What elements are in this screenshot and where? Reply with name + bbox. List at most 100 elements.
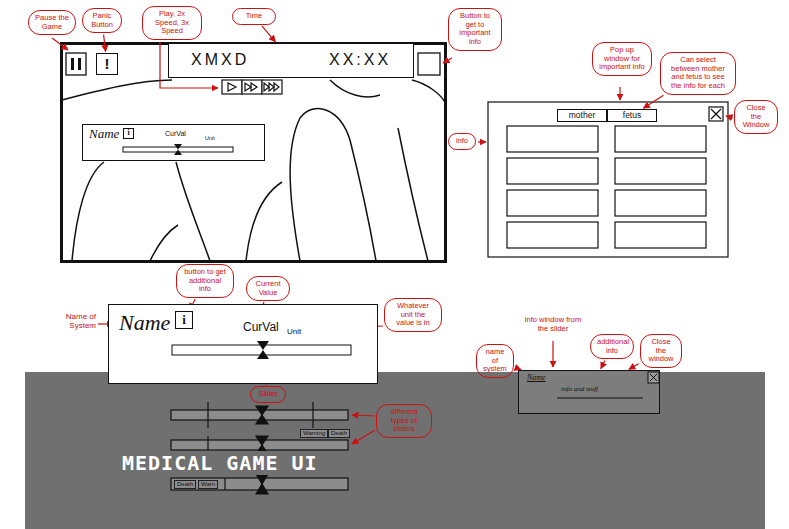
note-text: Close the window bbox=[647, 338, 675, 364]
slider-zone-label: Warn bbox=[198, 480, 218, 489]
slider-variants bbox=[256, 484, 268, 494]
annotation-text: Name of System bbox=[46, 312, 96, 330]
note-bubble: name of system bbox=[476, 344, 514, 378]
slider-track bbox=[174, 150, 182, 156]
slider-track bbox=[257, 350, 269, 359]
note-bubble: Panic Button bbox=[82, 8, 122, 33]
body-sketch bbox=[62, 80, 445, 261]
speed-buttons bbox=[242, 80, 262, 94]
body-sketch bbox=[290, 109, 376, 261]
popup-window bbox=[488, 102, 728, 257]
note-bubble: Play, 2x Speed, 3x Speed bbox=[142, 6, 202, 40]
popup-window bbox=[488, 102, 728, 257]
slider-zone-label: Death bbox=[174, 480, 196, 489]
note-bubble: Can select between mother and fetus to s… bbox=[660, 52, 736, 95]
leader-lines bbox=[478, 141, 486, 142]
speed-buttons bbox=[251, 83, 257, 91]
ui-text: info and stuff bbox=[561, 386, 598, 394]
popup-window bbox=[615, 126, 706, 152]
speed-buttons bbox=[222, 80, 242, 94]
speed-buttons bbox=[269, 83, 274, 91]
note-text: Whatever unit the value is in bbox=[391, 302, 435, 328]
body-sketch bbox=[176, 162, 210, 261]
annotation-arrow bbox=[262, 26, 276, 42]
slider-variants bbox=[256, 436, 268, 445]
note-bubble: Time bbox=[232, 8, 276, 25]
ui-text: fetus bbox=[623, 111, 641, 120]
slider-variants bbox=[256, 474, 268, 484]
time-display: XMXDXX:XX bbox=[168, 43, 414, 78]
note-text: Panic Button bbox=[89, 12, 115, 29]
ui-text: CurVal bbox=[165, 130, 186, 138]
note-bubble: Whatever unit the value is in bbox=[384, 298, 442, 332]
ui-text: XX:XX bbox=[329, 51, 391, 69]
note-text: additional info bbox=[597, 338, 627, 355]
ui-text: mother bbox=[569, 111, 595, 120]
popup-window bbox=[507, 126, 598, 152]
info-window-decor bbox=[648, 372, 659, 383]
note-text: Slider bbox=[257, 390, 279, 399]
info-window: Name info and stuff bbox=[518, 370, 660, 414]
annotation-arrow bbox=[104, 35, 106, 52]
note-bubble: info bbox=[448, 133, 476, 150]
annotation-text: info window from the slider bbox=[520, 316, 586, 333]
leader-lines bbox=[619, 87, 620, 100]
note-text: Close the Window bbox=[741, 104, 771, 130]
note-text: Play, 2x Speed, 3x Speed bbox=[149, 10, 195, 36]
system-panel: Name CurValUnit i bbox=[82, 124, 265, 161]
slider-track bbox=[257, 341, 269, 350]
slider-track bbox=[174, 144, 182, 150]
pause-button bbox=[71, 58, 74, 70]
note-text: Can select between mother and fetus to s… bbox=[667, 56, 729, 91]
ui-text: CurVal bbox=[243, 321, 279, 334]
body-sketch bbox=[246, 182, 282, 261]
note-bubble: Close the window bbox=[640, 334, 682, 368]
note-text: name of system bbox=[483, 348, 507, 374]
ui-text: Name bbox=[89, 127, 119, 141]
speed-buttons bbox=[222, 80, 282, 94]
slider-variants bbox=[312, 402, 313, 428]
ui-text: i bbox=[182, 313, 186, 327]
leader-lines bbox=[52, 38, 68, 50]
speed-buttons bbox=[262, 80, 282, 94]
annotation-arrow bbox=[643, 95, 663, 108]
slider-variants bbox=[224, 478, 225, 490]
leader-lines bbox=[52, 38, 733, 444]
body-sketch bbox=[330, 80, 380, 97]
leader-lines bbox=[552, 341, 553, 367]
info-button: i bbox=[123, 128, 134, 139]
info-menu-button bbox=[418, 53, 440, 75]
popup-window bbox=[507, 158, 598, 184]
ui-text: Name bbox=[527, 374, 546, 383]
note-bubble: different types of sliders bbox=[376, 404, 432, 438]
slider-variants bbox=[171, 402, 348, 494]
popup-window bbox=[507, 190, 598, 216]
ui-text: Unit bbox=[205, 135, 215, 141]
note-text: different types of sliders bbox=[383, 408, 425, 434]
slider-zone-label: Death bbox=[328, 429, 350, 438]
note-text: Button to get to important info bbox=[455, 12, 495, 47]
note-text: button to get additional info bbox=[183, 268, 227, 294]
note-bubble: Slider bbox=[250, 386, 286, 403]
game-screen bbox=[62, 44, 446, 262]
note-bubble: Close the Window bbox=[734, 100, 778, 134]
system-panel: NameCurValUniti bbox=[108, 304, 378, 384]
leader-lines bbox=[726, 116, 733, 118]
annotation-arrow bbox=[629, 364, 639, 370]
note-bubble: additional info bbox=[590, 334, 634, 359]
body-sketch bbox=[62, 80, 172, 100]
popup-window bbox=[711, 109, 721, 119]
note-bubble: Pause the Game bbox=[28, 10, 76, 35]
panic-button: ! bbox=[96, 53, 118, 75]
body-sketch bbox=[150, 225, 178, 261]
ui-text: i bbox=[127, 129, 129, 138]
speed-buttons bbox=[274, 83, 279, 91]
info-window-decor bbox=[557, 398, 643, 399]
slider-variants bbox=[207, 402, 208, 428]
info-window-decor bbox=[650, 374, 657, 381]
note-text: info bbox=[455, 137, 469, 146]
ui-text: ! bbox=[105, 56, 110, 73]
leader-lines bbox=[352, 415, 375, 416]
